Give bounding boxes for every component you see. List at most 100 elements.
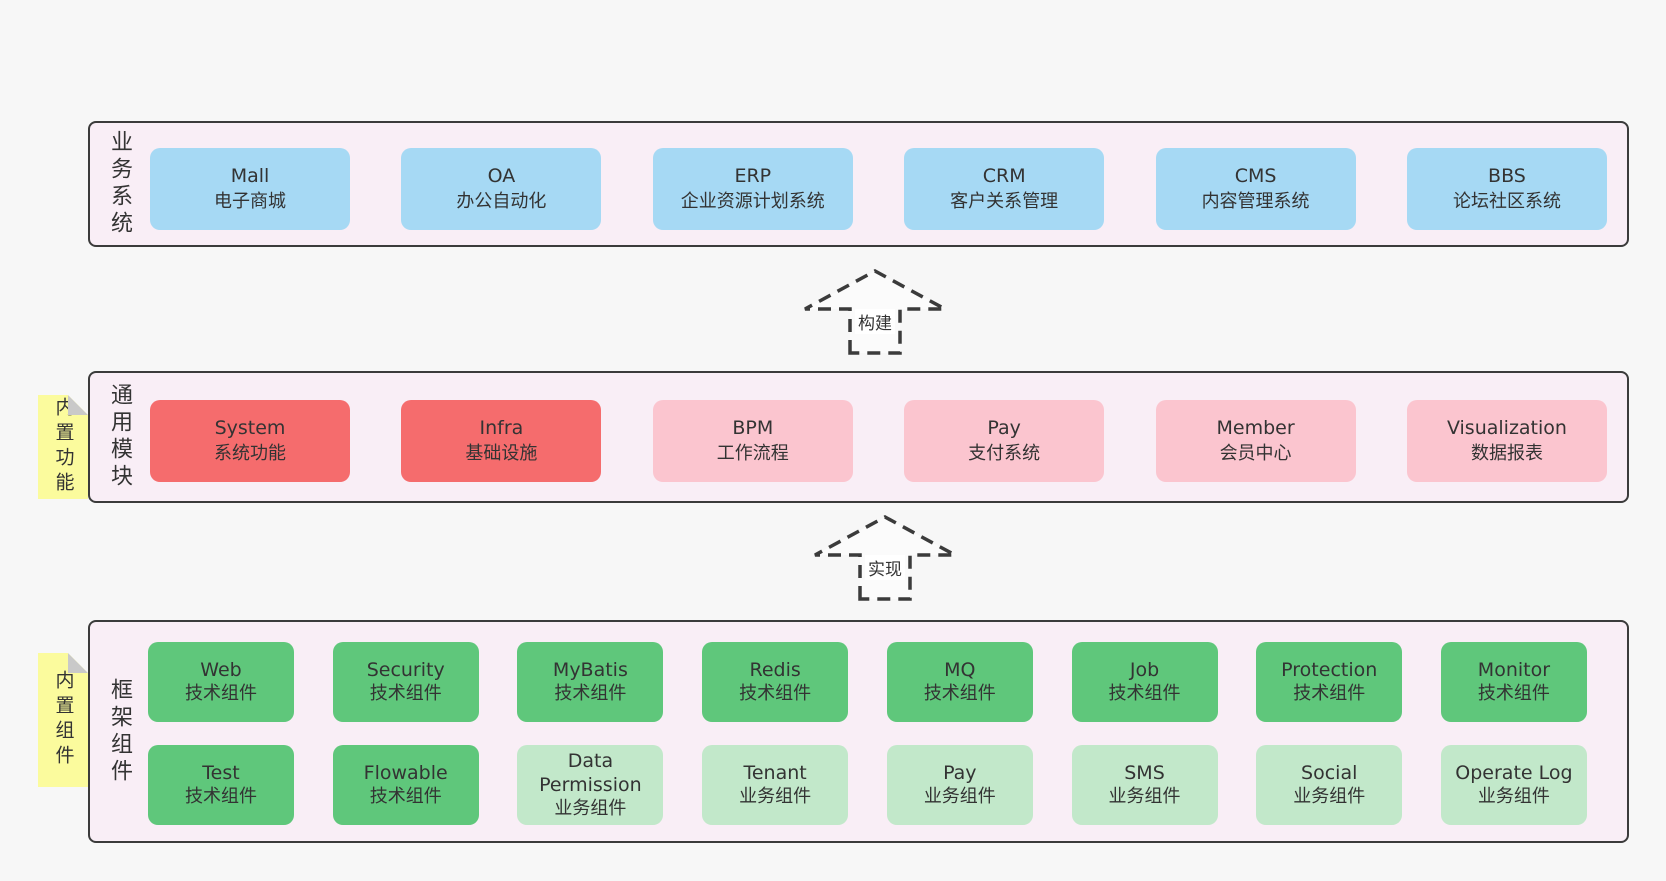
node-sms: SMS 业务组件 [1071, 745, 1218, 825]
builtin-feature-note: 内置功能 [38, 395, 88, 499]
node-title: SMS [1124, 762, 1165, 784]
node-subtitle: 技术组件 [369, 786, 442, 807]
node-bpm: BPM 工作流程 [652, 400, 853, 482]
node-title: Pay [987, 417, 1021, 439]
node-subtitle: 办公自动化 [456, 191, 547, 212]
node-title: CRM [982, 165, 1026, 187]
node-protection: Protection 技术组件 [1256, 642, 1403, 722]
node-title: Monitor [1477, 659, 1551, 681]
node-infra: Infra 基础设施 [401, 400, 602, 482]
node-oa: OA 办公自动化 [401, 148, 602, 230]
node-title: Redis [749, 659, 801, 681]
node-subtitle: 系统功能 [214, 443, 286, 464]
panel-label-business: 业务系统 [107, 130, 132, 238]
common-modules-panel: 通用模块 System 系统功能 Infra 基础设施 BPM 工作流程 Pay… [88, 371, 1629, 503]
node-subtitle: 会员中心 [1219, 443, 1292, 464]
node-mq: MQ 技术组件 [886, 642, 1033, 722]
node-title: Mall [230, 165, 270, 187]
node-mall: Mall 电子商城 [150, 148, 350, 230]
node-title: BBS [1488, 165, 1526, 187]
node-subtitle: 企业资源计划系统 [680, 191, 825, 212]
node-title: Member [1216, 417, 1295, 439]
node-web: Web 技术组件 [148, 642, 294, 722]
node-subtitle: 业务组件 [1293, 786, 1366, 807]
framework-tech-row: Web 技术组件 Security 技术组件 MyBatis 技术组件 Redi… [148, 642, 1587, 722]
node-title: Pay [943, 762, 977, 784]
node-subtitle: 工作流程 [716, 443, 789, 464]
common-modules-row: System 系统功能 Infra 基础设施 BPM 工作流程 Pay 支付系统… [150, 400, 1607, 482]
note-text: 内置组件 [52, 670, 75, 770]
node-subtitle: 技术组件 [185, 786, 257, 807]
node-data-permission: Data Permission 业务组件 [517, 745, 664, 825]
node-title: MQ [944, 659, 976, 681]
node-subtitle: 支付系统 [968, 443, 1041, 464]
panel-label-framework: 框架组件 [107, 677, 132, 786]
node-erp: ERP 企业资源计划系统 [652, 148, 853, 230]
node-visualization: Visualization 数据报表 [1406, 400, 1607, 482]
node-title: Web [200, 659, 242, 681]
node-title: Flowable [363, 762, 448, 784]
build-arrow-label: 构建 [855, 309, 895, 334]
node-subtitle: 技术组件 [1477, 683, 1550, 704]
node-mybatis: MyBatis 技术组件 [517, 642, 664, 722]
node-subtitle: 内容管理系统 [1201, 191, 1310, 212]
node-subtitle: 技术组件 [1108, 683, 1181, 704]
node-operate-log: Operate Log 业务组件 [1440, 745, 1587, 825]
node-security: Security 技术组件 [332, 642, 479, 722]
node-subtitle: 电子商城 [214, 191, 286, 212]
node-title: OA [487, 165, 516, 187]
node-social: Social 业务组件 [1256, 745, 1403, 825]
node-pay-biz: Pay 业务组件 [886, 745, 1033, 825]
node-subtitle: 数据报表 [1470, 443, 1543, 464]
node-title: Job [1129, 659, 1160, 681]
node-subtitle: 客户关系管理 [950, 191, 1059, 212]
framework-biz-row: Test 技术组件 Flowable 技术组件 Data Permission … [148, 745, 1587, 825]
node-title: Infra [479, 417, 524, 439]
builtin-component-note: 内置组件 [38, 653, 88, 787]
node-title: Test [202, 762, 240, 784]
node-title: ERP [734, 165, 772, 187]
build-arrow: 构建 [802, 268, 948, 356]
node-subtitle: 技术组件 [369, 683, 442, 704]
node-title: Data Permission [539, 750, 642, 796]
node-subtitle: 技术组件 [185, 683, 257, 704]
node-bbs: BBS 论坛社区系统 [1406, 148, 1607, 230]
implement-arrow: 实现 [812, 514, 958, 602]
node-subtitle: 技术组件 [739, 683, 812, 704]
node-title: Visualization [1446, 417, 1567, 439]
node-subtitle: 技术组件 [923, 683, 996, 704]
node-member: Member 会员中心 [1155, 400, 1356, 482]
business-systems-row: Mall 电子商城 OA 办公自动化 ERP 企业资源计划系统 CRM 客户关系… [150, 148, 1607, 230]
node-subtitle: 业务组件 [1477, 786, 1550, 807]
node-subtitle: 业务组件 [554, 798, 627, 819]
node-title: Security [366, 659, 445, 681]
node-system: System 系统功能 [150, 400, 350, 482]
node-title: MyBatis [552, 659, 628, 681]
node-title: BPM [732, 417, 774, 439]
node-subtitle: 技术组件 [554, 683, 627, 704]
node-tenant: Tenant 业务组件 [702, 745, 849, 825]
framework-components-panel: 框架组件 Web 技术组件 Security 技术组件 MyBatis 技术组件… [88, 620, 1629, 843]
node-title: CMS [1234, 165, 1277, 187]
node-flowable: Flowable 技术组件 [332, 745, 479, 825]
node-subtitle: 业务组件 [739, 786, 812, 807]
node-subtitle: 基础设施 [465, 443, 538, 464]
node-title: Operate Log [1455, 762, 1573, 784]
node-subtitle: 业务组件 [1108, 786, 1181, 807]
folded-corner-icon [68, 653, 88, 673]
node-title: Tenant [743, 762, 807, 784]
node-title: Protection [1281, 659, 1378, 681]
folded-corner-icon [68, 395, 88, 415]
node-pay: Pay 支付系统 [904, 400, 1105, 482]
panel-label-common: 通用模块 [107, 383, 132, 491]
node-subtitle: 技术组件 [1293, 683, 1366, 704]
node-test: Test 技术组件 [148, 745, 294, 825]
node-job: Job 技术组件 [1071, 642, 1218, 722]
node-subtitle: 论坛社区系统 [1452, 191, 1561, 212]
node-title: System [214, 417, 286, 439]
node-subtitle: 业务组件 [923, 786, 996, 807]
note-text: 内置功能 [52, 397, 75, 497]
node-crm: CRM 客户关系管理 [904, 148, 1105, 230]
node-monitor: Monitor 技术组件 [1440, 642, 1587, 722]
